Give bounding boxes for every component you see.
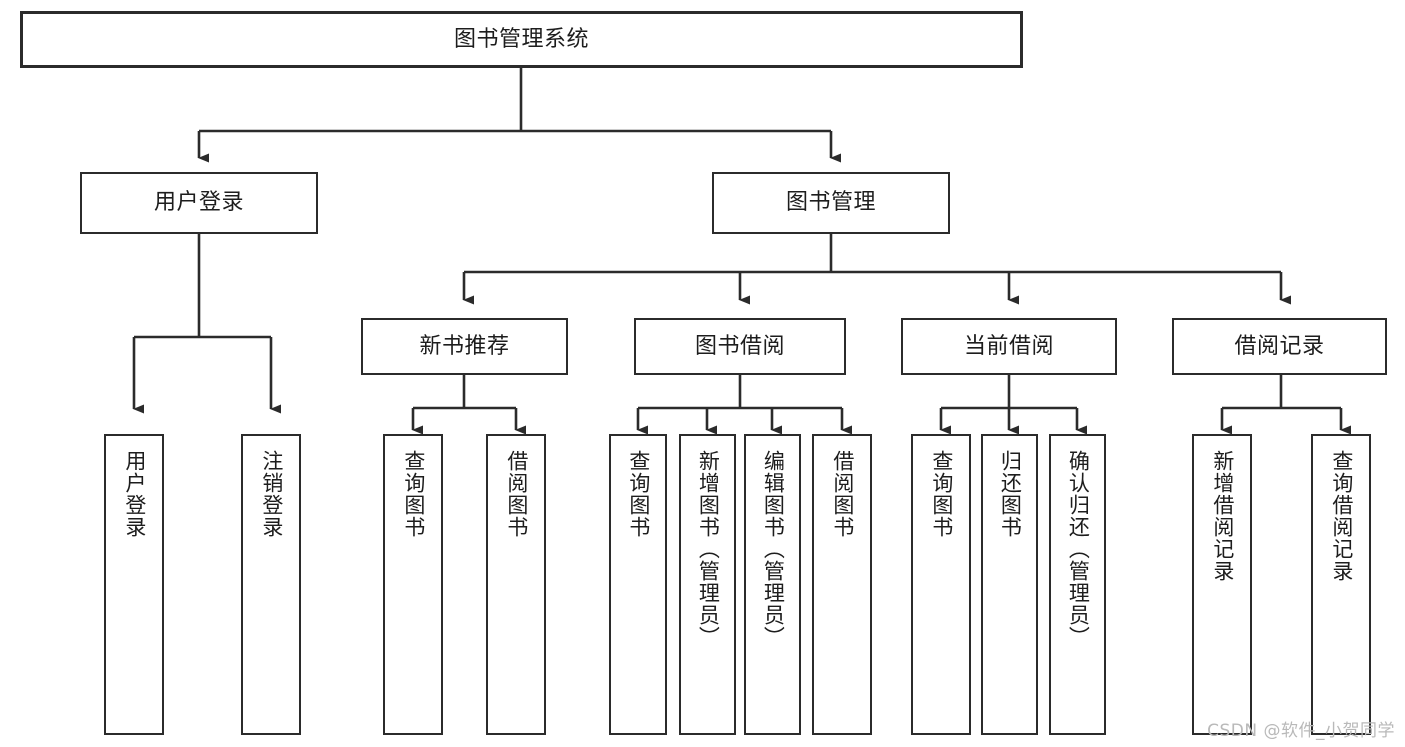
node-root-system[interactable]: 图书管理系统 — [20, 11, 1023, 68]
leaf-recommend-query-book-label: 查询图书 — [401, 450, 426, 538]
leaf-current-confirm-return-label: 确认归还（管理员） — [1066, 450, 1091, 648]
leaf-recommend-borrow-book-label: 借阅图书 — [504, 450, 529, 538]
leaf-user-login-logout[interactable]: 注销登录 — [241, 434, 301, 735]
node-user-login-label: 用户登录 — [153, 190, 244, 216]
node-user-login[interactable]: 用户登录 — [80, 172, 318, 234]
leaf-recommend-query-book[interactable]: 查询图书 — [383, 434, 443, 735]
node-new-book-recommend-label: 新书推荐 — [419, 333, 510, 359]
leaf-user-login-login[interactable]: 用户登录 — [104, 434, 164, 735]
leaf-current-return-book-label: 归还图书 — [998, 450, 1023, 538]
leaf-record-query-record[interactable]: 查询借阅记录 — [1311, 434, 1371, 735]
leaf-borrow-edit-book-label: 编辑图书（管理员） — [761, 450, 786, 648]
leaf-user-login-logout-label: 注销登录 — [259, 450, 284, 538]
leaf-current-confirm-return[interactable]: 确认归还（管理员） — [1049, 434, 1106, 735]
leaf-current-return-book[interactable]: 归还图书 — [981, 434, 1038, 735]
node-book-borrow-label: 图书借阅 — [694, 333, 785, 359]
leaf-record-add-record[interactable]: 新增借阅记录 — [1192, 434, 1252, 735]
leaf-borrow-query-book[interactable]: 查询图书 — [609, 434, 667, 735]
leaf-user-login-login-label: 用户登录 — [122, 450, 147, 538]
leaf-borrow-borrow-book-label: 借阅图书 — [830, 450, 855, 538]
leaf-record-query-record-label: 查询借阅记录 — [1329, 450, 1354, 582]
leaf-record-add-record-label: 新增借阅记录 — [1210, 450, 1235, 582]
leaf-borrow-query-book-label: 查询图书 — [626, 450, 651, 538]
node-book-management[interactable]: 图书管理 — [712, 172, 950, 234]
leaf-current-query-book[interactable]: 查询图书 — [911, 434, 971, 735]
leaf-borrow-borrow-book[interactable]: 借阅图书 — [812, 434, 872, 735]
leaf-borrow-add-book[interactable]: 新增图书（管理员） — [679, 434, 736, 735]
node-borrow-record[interactable]: 借阅记录 — [1172, 318, 1387, 375]
node-book-management-label: 图书管理 — [785, 190, 876, 216]
node-root-system-label: 图书管理系统 — [453, 26, 589, 52]
watermark-text: CSDN @软件_小贺同学 — [1207, 721, 1395, 741]
leaf-borrow-add-book-label: 新增图书（管理员） — [696, 450, 721, 648]
leaf-current-query-book-label: 查询图书 — [929, 450, 954, 538]
node-book-borrow[interactable]: 图书借阅 — [634, 318, 846, 375]
leaf-borrow-edit-book[interactable]: 编辑图书（管理员） — [744, 434, 801, 735]
leaf-recommend-borrow-book[interactable]: 借阅图书 — [486, 434, 546, 735]
node-borrow-record-label: 借阅记录 — [1234, 333, 1325, 359]
node-new-book-recommend[interactable]: 新书推荐 — [361, 318, 568, 375]
node-current-borrow-label: 当前借阅 — [963, 333, 1054, 359]
node-current-borrow[interactable]: 当前借阅 — [901, 318, 1117, 375]
